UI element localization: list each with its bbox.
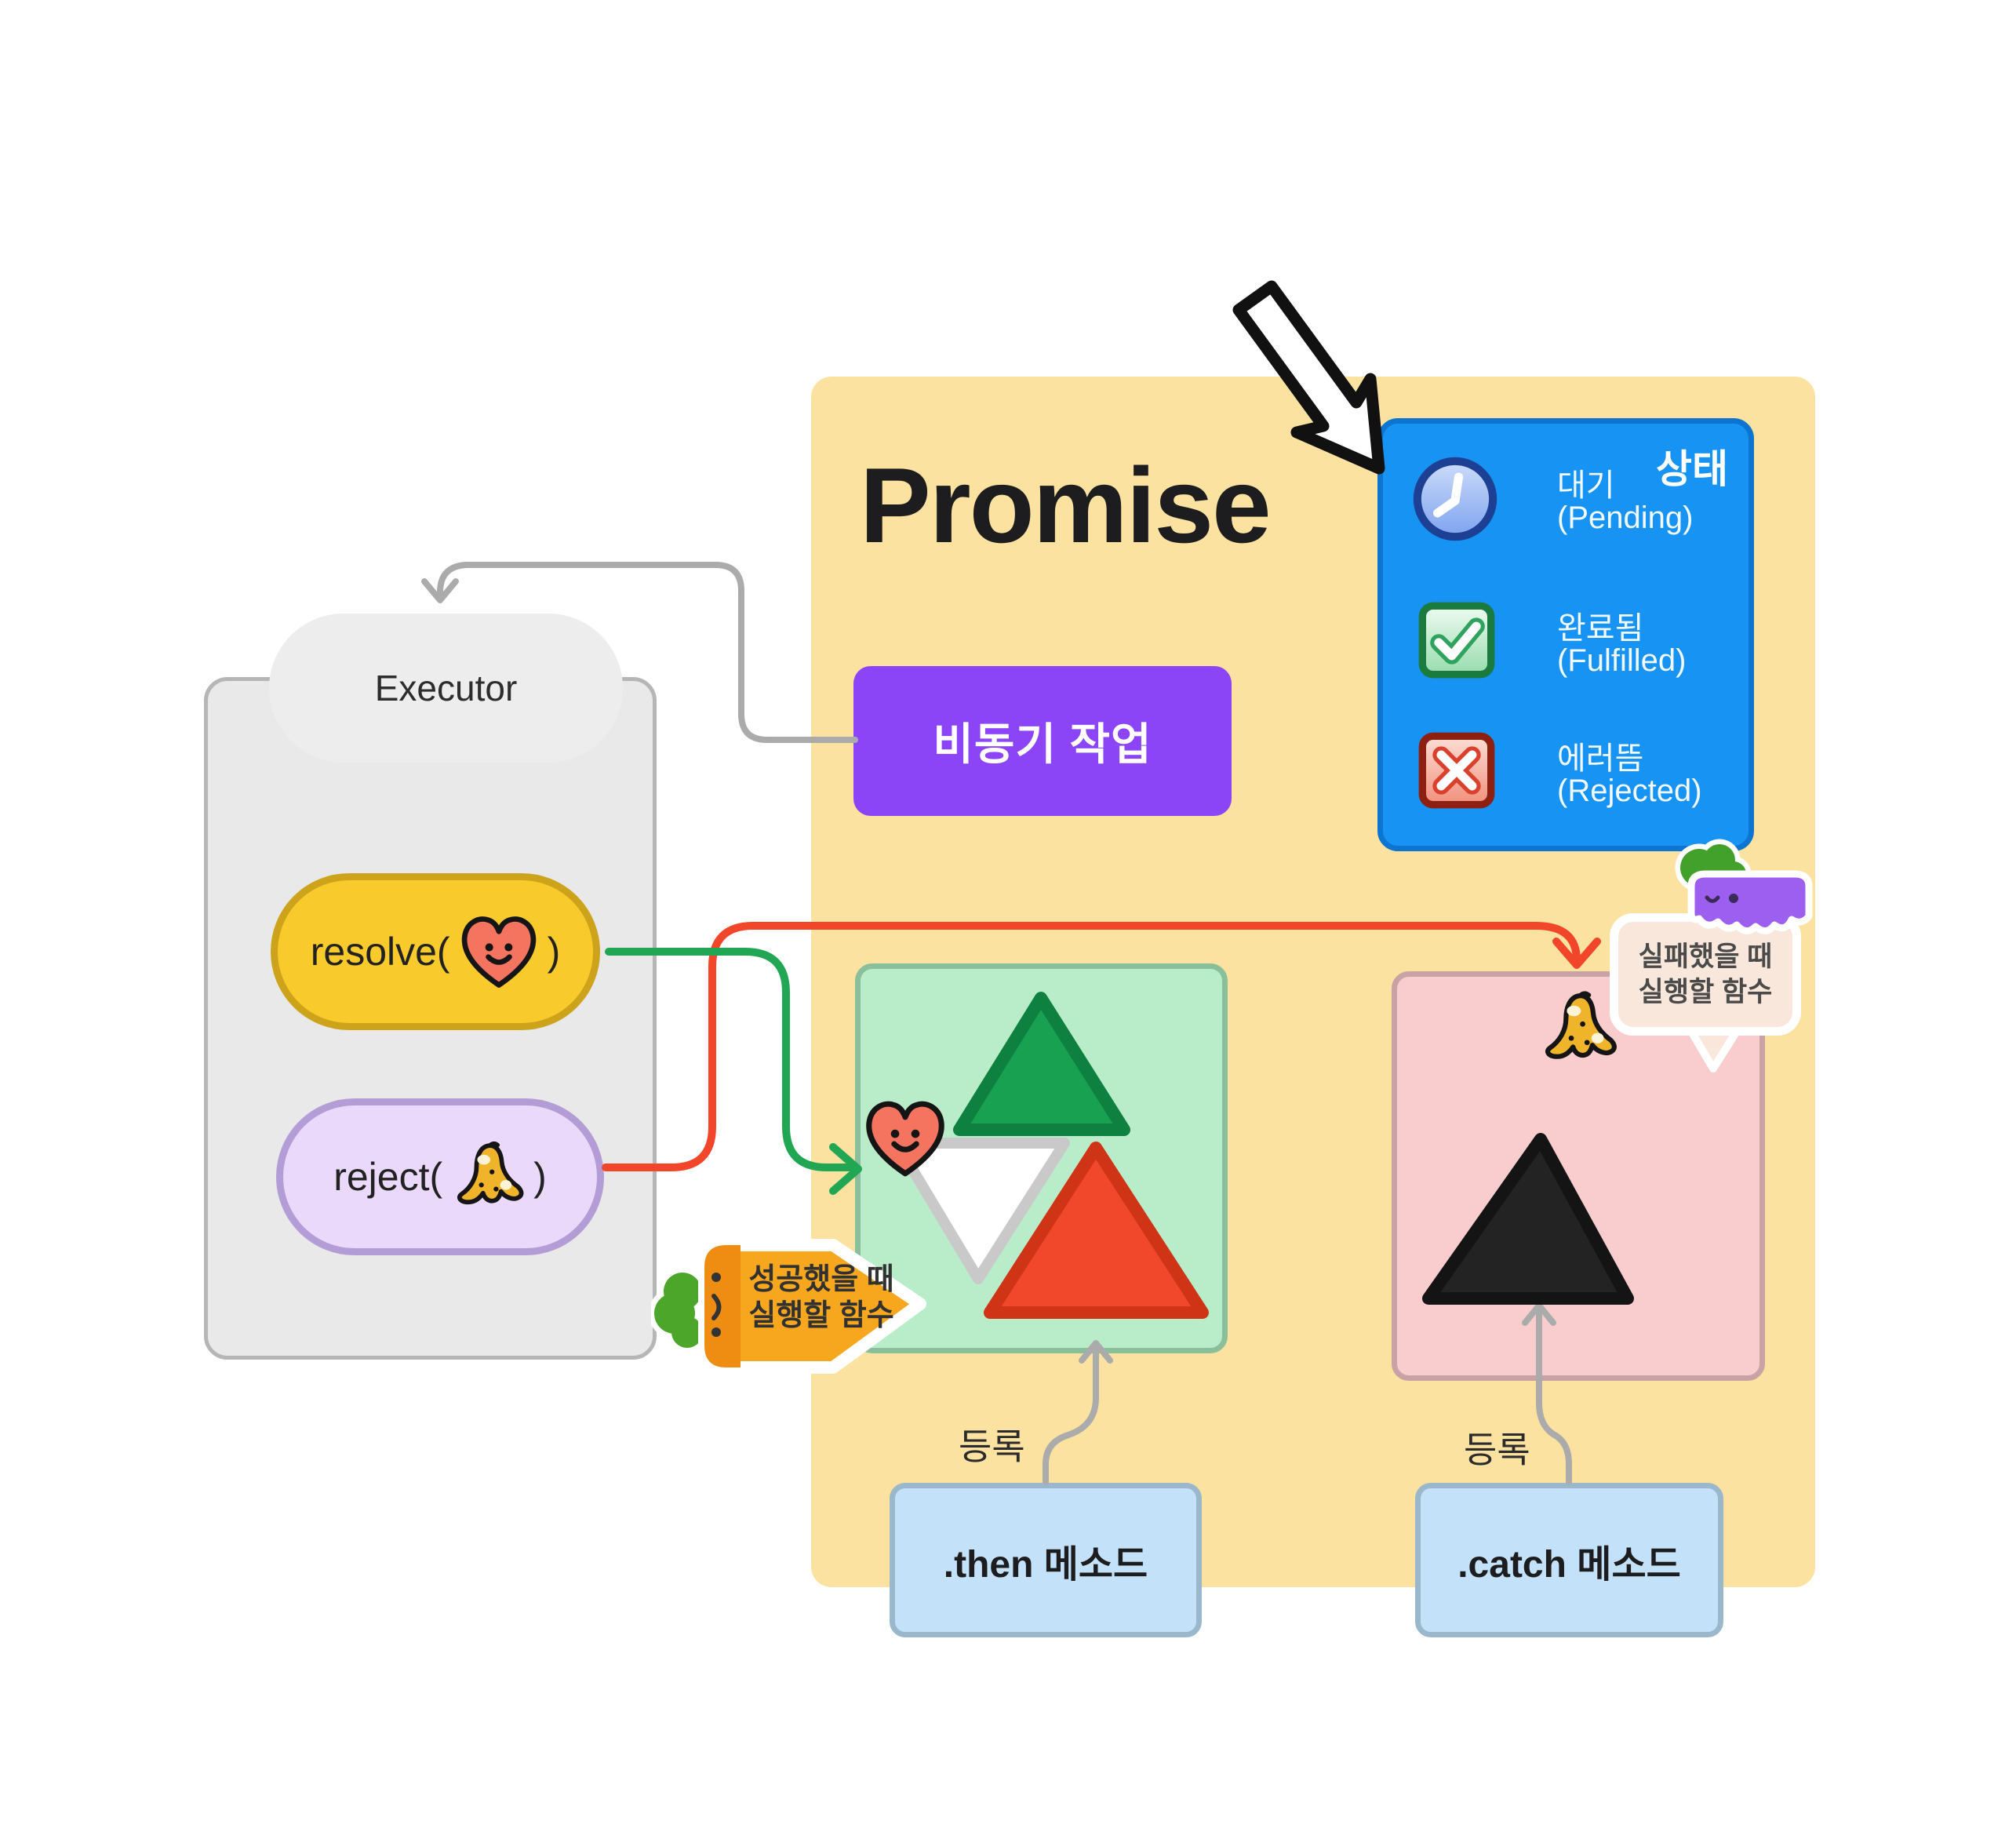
state-sublabel-fulfilled: (Fulfilled)	[1557, 643, 1687, 678]
clock-icon	[1411, 455, 1499, 543]
turnip-head	[1687, 870, 1813, 934]
state-panel: 상태 대기 (Pending) 완료됨 (Fulfilled)	[1377, 418, 1754, 851]
state-panel-title: 상태	[1656, 447, 1728, 491]
state-row-rejected: 에러뜸 (Rejected)	[1411, 728, 1741, 846]
then-method-label: .then 메소드	[943, 1543, 1148, 1586]
carrot-cap	[704, 1245, 741, 1367]
executor-title-pill: Executor	[269, 614, 623, 763]
heart-icon	[455, 908, 543, 996]
success-bubble-text: 성공했을 때 실행할 함수	[747, 1262, 896, 1334]
catch-method-box: .catch 메소드	[1415, 1483, 1723, 1637]
reject-open-text: reject(	[333, 1155, 443, 1199]
fail-bubble-line2: 실행할 함수	[1638, 977, 1773, 1007]
banana-peel-icon	[447, 1136, 529, 1218]
resolve-open-text: resolve(	[310, 930, 450, 974]
check-icon	[1416, 599, 1497, 681]
state-row-fulfilled: 완료됨 (Fulfilled)	[1411, 598, 1741, 716]
fail-bubble: 실패했을 때 실행할 함수	[1610, 913, 1801, 1036]
reject-close-text: )	[533, 1155, 547, 1199]
success-bubble-carrot	[651, 1239, 926, 1374]
state-row-pending: 대기 (Pending)	[1411, 455, 1741, 573]
resolve-close-text: )	[547, 930, 561, 974]
catch-register-label: 등록	[1464, 1429, 1530, 1470]
carrot-face	[711, 1273, 722, 1337]
async-work-box: 비동기 작업	[853, 666, 1232, 816]
async-work-label: 비동기 작업	[933, 719, 1152, 769]
catch-method-label: .catch 메소드	[1457, 1543, 1681, 1586]
x-icon	[1416, 730, 1497, 811]
fail-bubble-line1: 실패했을 때	[1638, 941, 1773, 972]
then-register-label: 등록	[959, 1426, 1025, 1467]
turnip-character-icon	[1675, 839, 1813, 934]
state-label-pending: 대기	[1557, 468, 1615, 503]
resolve-button: resolve( )	[271, 873, 600, 1030]
executor-title: Executor	[374, 668, 518, 708]
state-sublabel-rejected: (Rejected)	[1557, 774, 1702, 808]
heart-icon	[859, 1092, 952, 1185]
success-bubble-line2: 실행할 함수	[748, 1299, 894, 1332]
promise-title: Promise	[860, 446, 1272, 565]
state-sublabel-pending: (Pending)	[1557, 501, 1694, 535]
state-label-rejected: 에러뜸	[1557, 741, 1644, 776]
then-method-box: .then 메소드	[890, 1483, 1202, 1637]
success-bubble-line1: 성공했을 때	[748, 1263, 894, 1296]
turnip-face	[1705, 894, 1738, 903]
carrot-leaves-icon	[651, 1267, 708, 1353]
state-label-fulfilled: 완료됨	[1557, 611, 1644, 646]
reject-button: reject( )	[276, 1098, 604, 1255]
